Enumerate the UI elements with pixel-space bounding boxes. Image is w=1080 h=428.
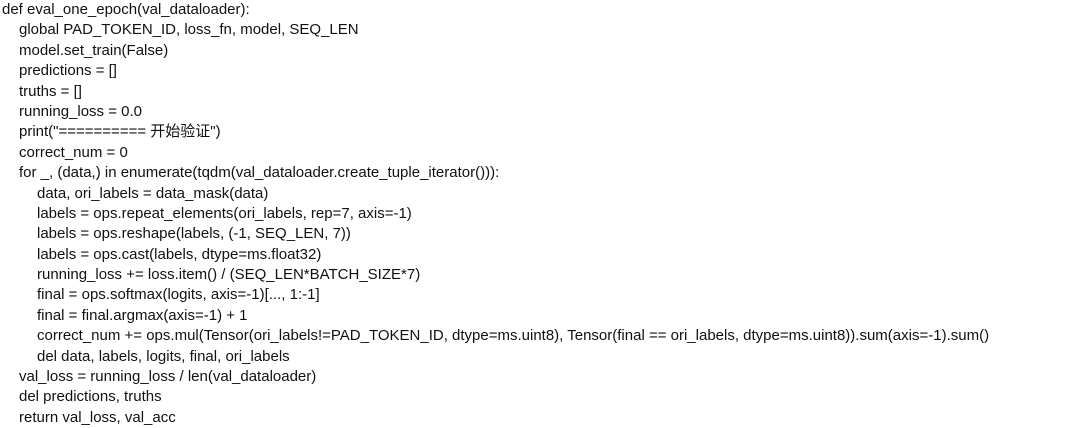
code-block: def eval_one_epoch(val_dataloader):globa…: [2, 0, 989, 428]
code-line: final = ops.softmax(logits, axis=-1)[...…: [37, 286, 320, 304]
code-line: def eval_one_epoch(val_dataloader):: [2, 1, 250, 18]
code-line: correct_num = 0: [19, 143, 128, 161]
code-line: labels = ops.cast(labels, dtype=ms.float…: [37, 245, 322, 263]
code-line: data, ori_labels = data_mask(data): [37, 184, 269, 202]
code-line: predictions = []: [19, 62, 117, 80]
code-line: running_loss += loss.item() / (SEQ_LEN*B…: [37, 266, 421, 284]
code-line: for _, (data,) in enumerate(tqdm(val_dat…: [19, 164, 500, 182]
code-line: final = final.argmax(axis=-1) + 1: [37, 306, 248, 324]
code-line: truths = []: [19, 82, 82, 100]
code-line: model.set_train(False): [19, 41, 169, 59]
code-line: labels = ops.repeat_elements(ori_labels,…: [37, 204, 412, 222]
code-line: labels = ops.reshape(labels, (-1, SEQ_LE…: [37, 225, 351, 243]
code-line: running_loss = 0.0: [19, 102, 143, 120]
code-line: print("========== 开始验证"): [19, 123, 221, 141]
code-line: correct_num += ops.mul(Tensor(ori_labels…: [37, 327, 990, 345]
code-line: global PAD_TOKEN_ID, loss_fn, model, SEQ…: [19, 21, 359, 39]
code-line: return val_loss, val_acc: [19, 408, 176, 426]
code-line: val_loss = running_loss / len(val_datalo…: [19, 368, 317, 386]
code-line: del data, labels, logits, final, ori_lab…: [37, 347, 290, 365]
code-line: del predictions, truths: [19, 388, 162, 406]
